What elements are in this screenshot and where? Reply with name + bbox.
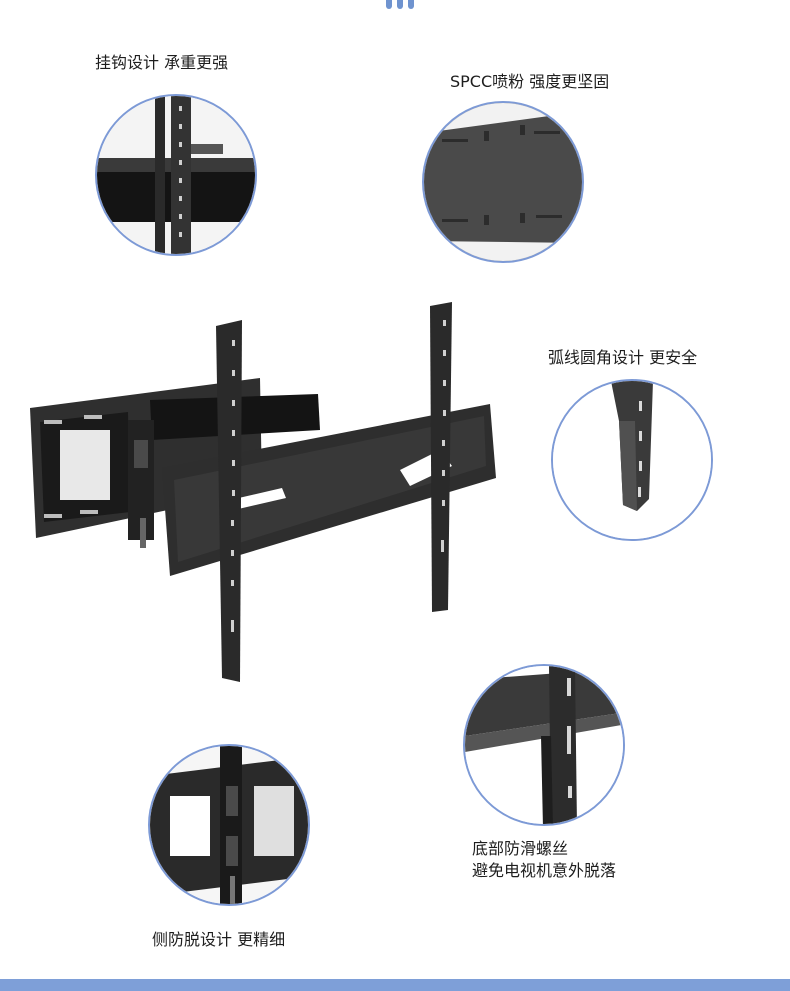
feature-label-arc: 弧线圆角设计 更安全 <box>548 348 698 367</box>
tv-wall-mount-image <box>30 302 496 682</box>
detail-circle-side <box>148 744 310 906</box>
feature-label-side: 侧防脱设计 更精细 <box>152 930 286 949</box>
feature-label-screw-1: 底部防滑螺丝 <box>472 839 569 858</box>
top-decoration <box>383 0 419 10</box>
detail-circle-arc <box>551 379 713 541</box>
feature-label-spcc: SPCC喷粉 强度更坚固 <box>450 72 610 91</box>
feature-label-screw-2: 避免电视机意外脱落 <box>472 861 617 880</box>
detail-circle-hook <box>95 94 257 256</box>
arc-corner-image <box>553 381 711 539</box>
side-anti-drop-image <box>150 746 308 904</box>
feature-label-hook: 挂钩设计 承重更强 <box>95 53 229 72</box>
bottom-accent-bar <box>0 979 790 991</box>
detail-circle-spcc <box>422 101 584 263</box>
detail-circle-screw <box>463 664 625 826</box>
hook-detail-image <box>97 96 255 254</box>
spcc-plate-image <box>424 103 582 261</box>
anti-slip-screw-image <box>465 666 623 824</box>
